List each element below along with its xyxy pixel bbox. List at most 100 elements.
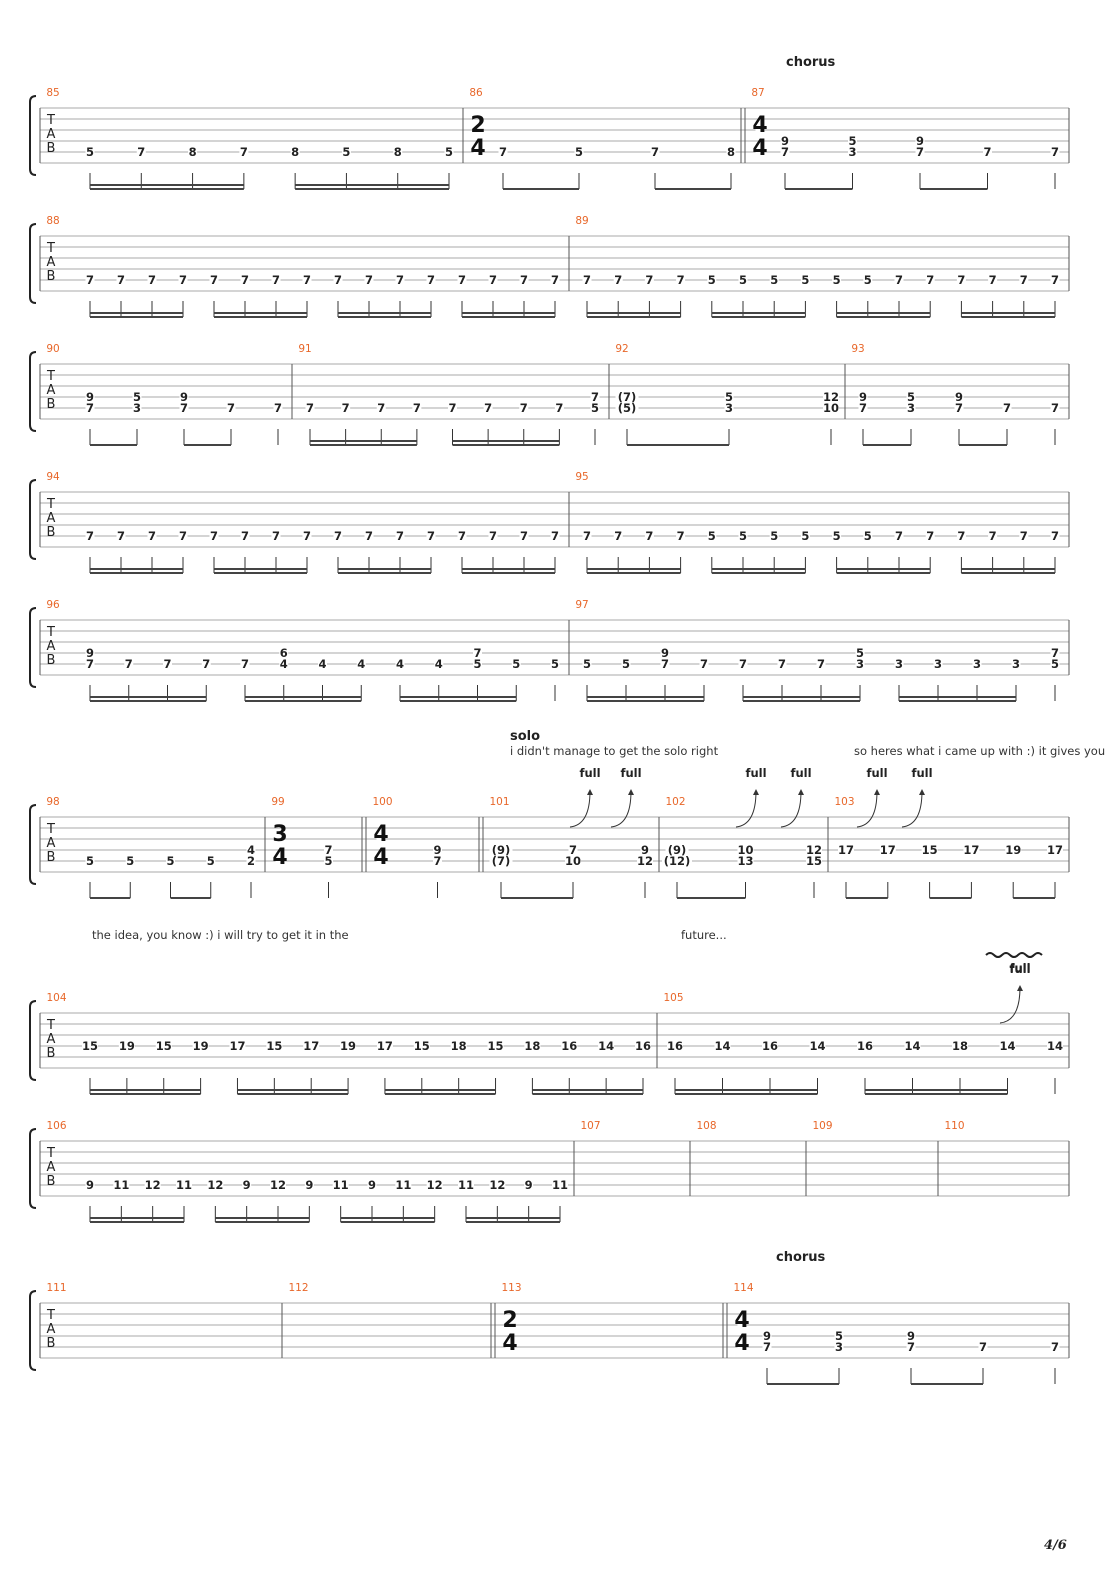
fret-number: 10 bbox=[823, 401, 839, 415]
time-signature-denominator: 4 bbox=[502, 1331, 517, 1356]
fret-background bbox=[906, 1331, 916, 1342]
fret-background bbox=[954, 392, 964, 403]
fret-background bbox=[116, 275, 126, 286]
fret-number: 7 bbox=[916, 145, 924, 159]
fret-number: 7 bbox=[427, 529, 435, 543]
beam bbox=[462, 572, 555, 574]
measure-number: 98 bbox=[46, 796, 59, 808]
beam bbox=[911, 1383, 983, 1385]
section-label-chorus-2: chorus bbox=[776, 1250, 826, 1265]
fret-background bbox=[707, 531, 717, 542]
fret-number: 7 bbox=[148, 273, 156, 287]
time-signature-denominator: 4 bbox=[373, 845, 388, 870]
fret-background bbox=[963, 845, 980, 856]
fret-background bbox=[433, 856, 442, 867]
system-bracket bbox=[29, 95, 37, 176]
fret-background bbox=[376, 832, 386, 843]
fret-background bbox=[457, 275, 467, 286]
fret-number: 7 bbox=[1051, 1340, 1059, 1354]
fret-background bbox=[762, 1331, 772, 1342]
fret-background bbox=[85, 147, 95, 158]
beam bbox=[743, 696, 860, 698]
fret-number: 5 bbox=[473, 657, 481, 671]
bend-label: full bbox=[790, 766, 811, 780]
fret-number: 3 bbox=[973, 657, 981, 671]
fret-background bbox=[457, 531, 467, 542]
fret-number: 7 bbox=[645, 529, 653, 543]
fret-background bbox=[240, 275, 250, 286]
fret-number: 9 bbox=[641, 843, 649, 857]
fret-background bbox=[85, 531, 95, 542]
fret-number: 7 bbox=[413, 401, 421, 415]
fret-number: 12 bbox=[637, 854, 653, 868]
fret-number: 7 bbox=[458, 273, 466, 287]
fret-background bbox=[488, 275, 498, 286]
tab-clef-letter: T bbox=[46, 822, 55, 837]
fret-number: 3 bbox=[895, 657, 903, 671]
fret-number: 16 bbox=[561, 1039, 577, 1053]
beam bbox=[462, 568, 555, 570]
fret-background bbox=[1050, 1342, 1060, 1353]
beam bbox=[214, 568, 307, 570]
fret-number: 9 bbox=[907, 1329, 915, 1343]
beam bbox=[295, 188, 449, 190]
fret-number: 5 bbox=[770, 273, 778, 287]
fret-background bbox=[147, 531, 157, 542]
tab-clef-letter: B bbox=[47, 525, 56, 540]
fret-background bbox=[206, 856, 216, 867]
fret-number: 17 bbox=[838, 843, 854, 857]
beam bbox=[400, 700, 517, 702]
fret-background bbox=[519, 403, 529, 414]
fret-background bbox=[207, 1180, 224, 1191]
fret-number: 3 bbox=[934, 657, 942, 671]
fret-background bbox=[954, 403, 964, 414]
fret-background bbox=[364, 531, 374, 542]
fret-number: 5 bbox=[801, 529, 809, 543]
fret-number: 7 bbox=[489, 529, 497, 543]
fret-background bbox=[921, 845, 938, 856]
fret-number: (7) bbox=[492, 854, 511, 868]
fret-background bbox=[983, 147, 992, 158]
fret-background bbox=[550, 275, 560, 286]
tab-clef-letter: B bbox=[47, 850, 56, 865]
tab-clef-letter: T bbox=[46, 369, 55, 384]
fret-number: 7 bbox=[677, 529, 685, 543]
fret-background bbox=[246, 856, 256, 867]
fret-background bbox=[209, 531, 219, 542]
fret-background bbox=[582, 531, 592, 542]
fret-background bbox=[699, 659, 709, 670]
fret-background bbox=[925, 275, 935, 286]
section-label-solo: solo bbox=[510, 729, 541, 744]
fret-number: 7 bbox=[859, 401, 867, 415]
measure-number: 99 bbox=[271, 796, 284, 808]
tab-clef-letter: A bbox=[47, 639, 56, 654]
beam bbox=[170, 897, 211, 899]
beam bbox=[90, 1089, 201, 1091]
fret-number: 5 bbox=[864, 529, 872, 543]
fret-background bbox=[395, 659, 405, 670]
fret-background bbox=[644, 531, 654, 542]
fret-background bbox=[85, 403, 95, 414]
fret-number: 7 bbox=[396, 529, 404, 543]
fret-background bbox=[505, 1341, 515, 1352]
time-signature-numerator: 3 bbox=[272, 822, 287, 847]
beam bbox=[587, 568, 681, 570]
fret-number: 12 bbox=[270, 1178, 286, 1192]
fret-number: 7 bbox=[520, 529, 528, 543]
fret-number: 5 bbox=[848, 134, 856, 148]
beam bbox=[1013, 897, 1055, 899]
fret-number: 7 bbox=[272, 529, 280, 543]
fret-background bbox=[444, 147, 454, 158]
fret-background bbox=[806, 845, 822, 856]
beam bbox=[743, 700, 860, 702]
fret-background bbox=[755, 123, 765, 134]
fret-number: 7 bbox=[377, 401, 385, 415]
fret-background bbox=[434, 659, 444, 670]
bend-arrow bbox=[856, 790, 878, 828]
fret-background bbox=[769, 275, 779, 286]
fret-number: 9 bbox=[86, 390, 94, 404]
beam bbox=[655, 188, 731, 190]
fret-background bbox=[737, 1341, 747, 1352]
fret-number: 7 bbox=[86, 529, 94, 543]
